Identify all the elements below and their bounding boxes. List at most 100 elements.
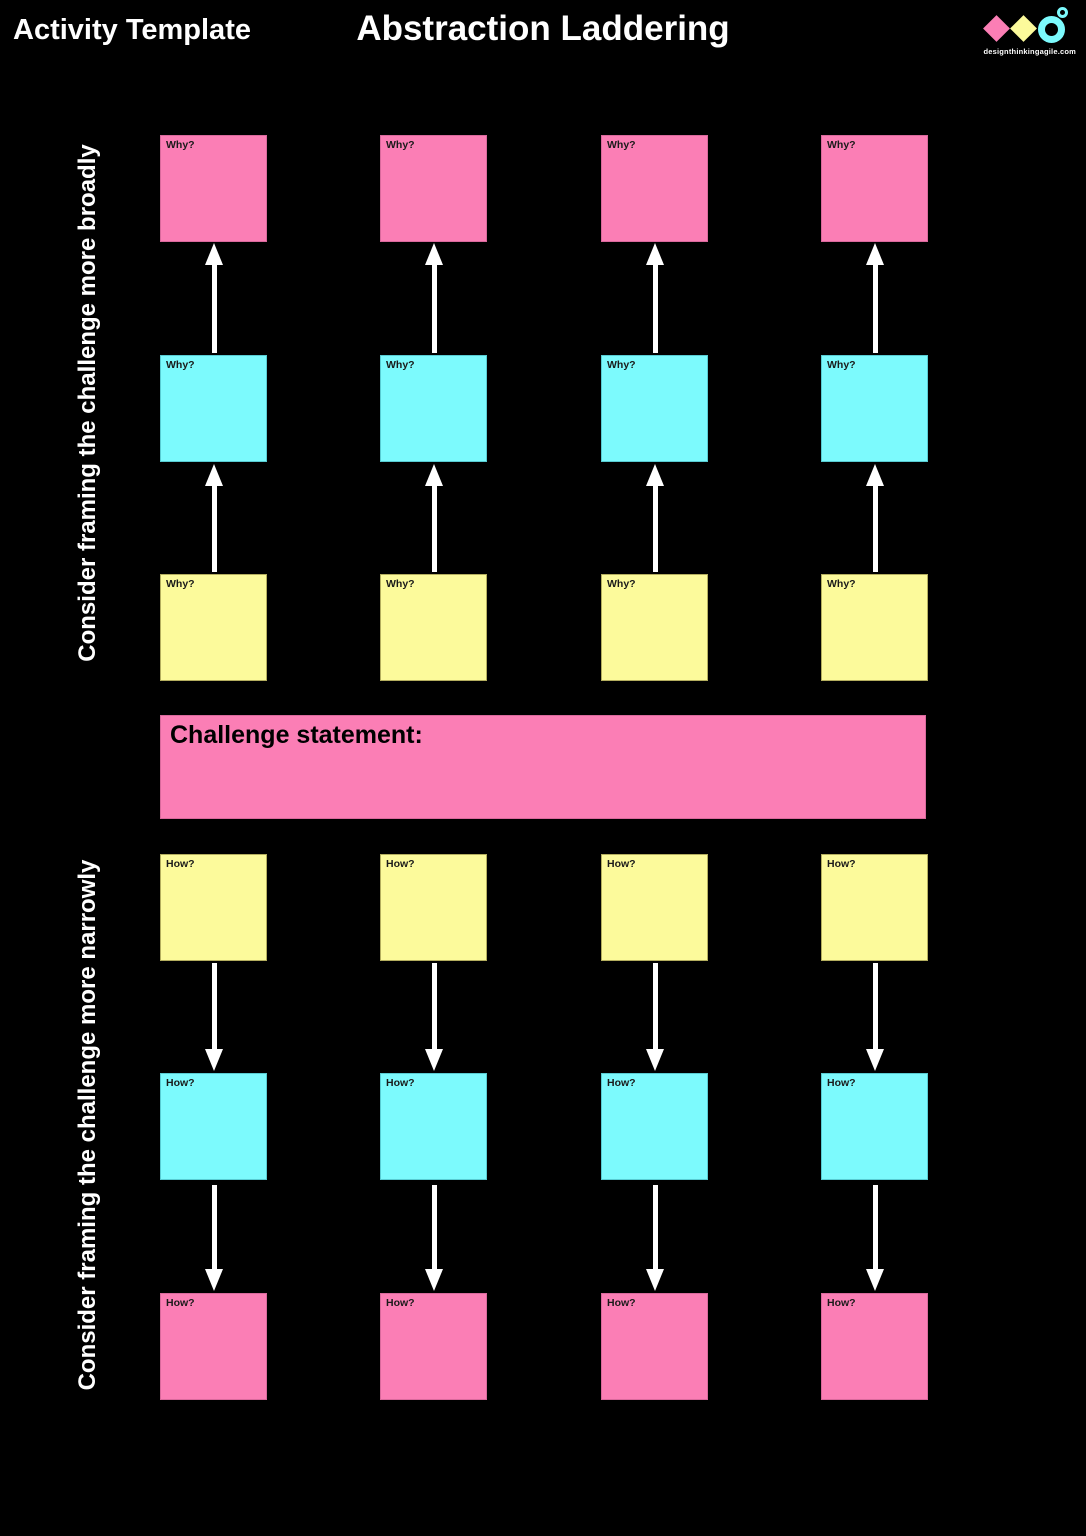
down-arrow-icon <box>645 963 665 1071</box>
arrow-head <box>205 464 223 486</box>
note-label: Why? <box>386 139 415 151</box>
how-note-yellow-2[interactable]: How? <box>380 854 487 961</box>
note-label: Why? <box>386 578 415 590</box>
down-arrow-icon <box>865 963 885 1071</box>
note-label: Why? <box>166 359 195 371</box>
page-title: Abstraction Laddering <box>356 9 730 48</box>
up-arrow-icon <box>204 464 224 572</box>
arrow-shaft <box>211 265 217 353</box>
why-note-yellow-2[interactable]: Why? <box>380 574 487 681</box>
why-note-cyan-1[interactable]: Why? <box>160 355 267 462</box>
how-note-cyan-1[interactable]: How? <box>160 1073 267 1180</box>
why-note-pink-2[interactable]: Why? <box>380 135 487 242</box>
arrow-head <box>205 1269 223 1291</box>
arrow-head <box>425 243 443 265</box>
arrow-shaft <box>652 486 658 572</box>
up-arrow-icon <box>645 464 665 572</box>
note-label: Why? <box>607 139 636 151</box>
up-arrow-icon <box>865 464 885 572</box>
note-label: How? <box>166 1077 195 1089</box>
note-label: How? <box>827 858 856 870</box>
note-label: How? <box>607 1297 636 1309</box>
up-arrow-icon <box>645 243 665 353</box>
arrow-shaft <box>872 963 878 1049</box>
arrow-head <box>646 243 664 265</box>
note-label: Why? <box>827 578 856 590</box>
how-note-cyan-3[interactable]: How? <box>601 1073 708 1180</box>
up-arrow-icon <box>204 243 224 353</box>
how-note-pink-4[interactable]: How? <box>821 1293 928 1400</box>
note-label: How? <box>166 1297 195 1309</box>
arrow-shaft <box>431 486 437 572</box>
how-note-cyan-2[interactable]: How? <box>380 1073 487 1180</box>
down-arrow-icon <box>865 1185 885 1291</box>
arrow-shaft <box>211 1185 217 1269</box>
up-arrow-icon <box>424 464 444 572</box>
how-note-pink-3[interactable]: How? <box>601 1293 708 1400</box>
note-label: How? <box>386 1297 415 1309</box>
arrow-head <box>866 1269 884 1291</box>
why-note-pink-3[interactable]: Why? <box>601 135 708 242</box>
arrow-head <box>866 243 884 265</box>
how-note-yellow-3[interactable]: How? <box>601 854 708 961</box>
note-label: How? <box>827 1297 856 1309</box>
arrow-shaft <box>652 963 658 1049</box>
why-note-cyan-4[interactable]: Why? <box>821 355 928 462</box>
arrow-shaft <box>652 1185 658 1269</box>
how-note-pink-2[interactable]: How? <box>380 1293 487 1400</box>
note-label: Why? <box>607 578 636 590</box>
brand-logo: designthinkingagile.com <box>967 0 1077 62</box>
note-label: How? <box>386 1077 415 1089</box>
arrow-shaft <box>211 963 217 1049</box>
note-label: Why? <box>166 578 195 590</box>
why-note-yellow-1[interactable]: Why? <box>160 574 267 681</box>
note-label: Why? <box>827 359 856 371</box>
why-note-yellow-3[interactable]: Why? <box>601 574 708 681</box>
up-arrow-icon <box>424 243 444 353</box>
how-note-pink-1[interactable]: How? <box>160 1293 267 1400</box>
arrow-shaft <box>211 486 217 572</box>
note-label: Why? <box>386 359 415 371</box>
arrow-head <box>646 1049 664 1071</box>
arrow-head <box>205 243 223 265</box>
down-arrow-icon <box>424 963 444 1071</box>
down-arrow-icon <box>645 1185 665 1291</box>
why-note-pink-1[interactable]: Why? <box>160 135 267 242</box>
arrow-head <box>866 1049 884 1071</box>
side-label-narrowly: Consider framing the challenge more narr… <box>74 859 101 1391</box>
arrow-shaft <box>652 265 658 353</box>
note-label: Why? <box>607 359 636 371</box>
cyan-ring-icon <box>1038 16 1065 43</box>
note-label: How? <box>386 858 415 870</box>
why-note-cyan-2[interactable]: Why? <box>380 355 487 462</box>
why-note-pink-4[interactable]: Why? <box>821 135 928 242</box>
challenge-statement-banner[interactable]: Challenge statement: <box>160 715 926 819</box>
note-label: How? <box>166 858 195 870</box>
how-note-cyan-4[interactable]: How? <box>821 1073 928 1180</box>
arrow-head <box>205 1049 223 1071</box>
brand-caption: designthinkingagile.com <box>983 47 1076 56</box>
how-note-yellow-4[interactable]: How? <box>821 854 928 961</box>
arrow-shaft <box>872 265 878 353</box>
yellow-diamond-icon <box>1010 15 1037 42</box>
arrow-head <box>425 1269 443 1291</box>
activity-template-label: Activity Template <box>13 14 251 46</box>
arrow-shaft <box>431 265 437 353</box>
arrow-head <box>866 464 884 486</box>
note-label: How? <box>827 1077 856 1089</box>
arrow-head <box>646 464 664 486</box>
challenge-statement-label: Challenge statement: <box>170 721 423 749</box>
arrow-shaft <box>872 1185 878 1269</box>
pink-diamond-icon <box>983 15 1010 42</box>
side-label-broadly: Consider framing the challenge more broa… <box>74 144 101 662</box>
arrow-shaft <box>431 1185 437 1269</box>
down-arrow-icon <box>204 963 224 1071</box>
why-note-yellow-4[interactable]: Why? <box>821 574 928 681</box>
how-note-yellow-1[interactable]: How? <box>160 854 267 961</box>
note-label: Why? <box>827 139 856 151</box>
note-label: How? <box>607 858 636 870</box>
why-note-cyan-3[interactable]: Why? <box>601 355 708 462</box>
note-label: How? <box>607 1077 636 1089</box>
down-arrow-icon <box>424 1185 444 1291</box>
